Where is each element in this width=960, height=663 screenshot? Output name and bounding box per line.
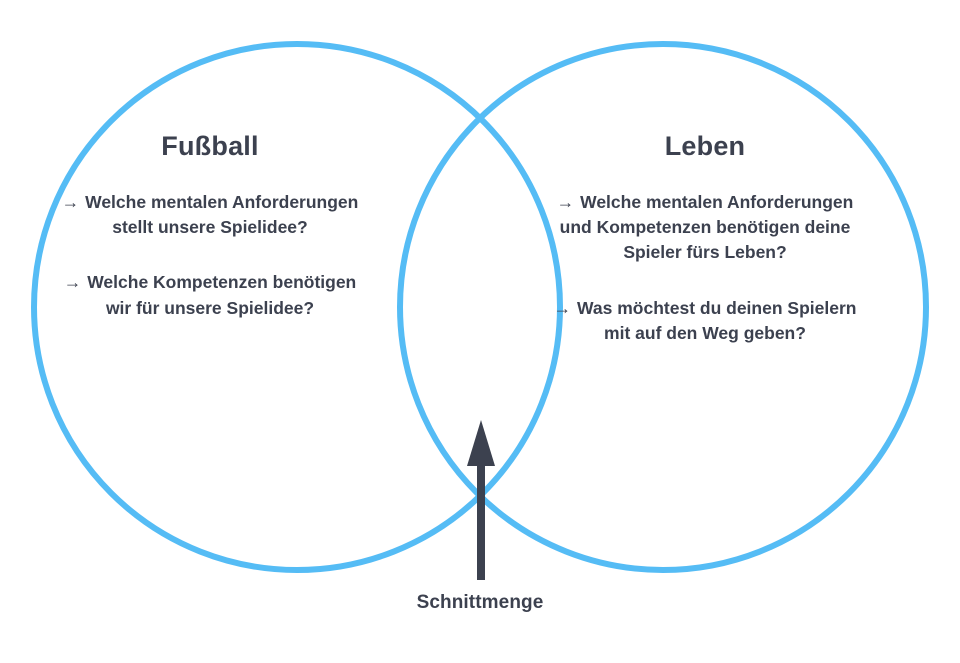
set-leben: Leben →Welche mentalen Anforderungen und… — [545, 131, 865, 347]
set-title-fussball: Fußball — [161, 131, 259, 161]
set-title-leben: Leben — [664, 131, 746, 161]
list-item: →Was möchtest du deinen Spielern mit auf… — [545, 296, 865, 347]
arrow-right-icon: → — [553, 297, 572, 318]
list-item-text: Welche Kompetenzen benötigen wir für uns… — [87, 272, 357, 318]
list-item: →Welche mentalen Anforderungen stellt un… — [60, 190, 360, 241]
list-item-text: Welche mentalen Anforderungen stellt uns… — [85, 191, 359, 238]
list-item-text: Was möchtest du deinen Spielern mit auf … — [577, 297, 857, 344]
list-item: →Welche Kompetenzen benötigen wir für un… — [60, 270, 360, 321]
circle-leben — [397, 41, 929, 573]
intersection-pointer-arrow-up-icon — [467, 420, 495, 580]
circle-fussball — [31, 41, 563, 573]
arrow-right-icon: → — [63, 272, 82, 293]
arrow-right-icon: → — [61, 191, 80, 212]
arrow-right-icon: → — [556, 191, 575, 212]
intersection-label: Schnittmenge — [416, 592, 544, 613]
list-item-text: Welche mentalen Anforderungen und Kompet… — [559, 191, 854, 263]
list-item: →Welche mentalen Anforderungen und Kompe… — [545, 190, 865, 266]
set-fussball: Fußball →Welche mentalen Anforderungen s… — [60, 131, 360, 321]
